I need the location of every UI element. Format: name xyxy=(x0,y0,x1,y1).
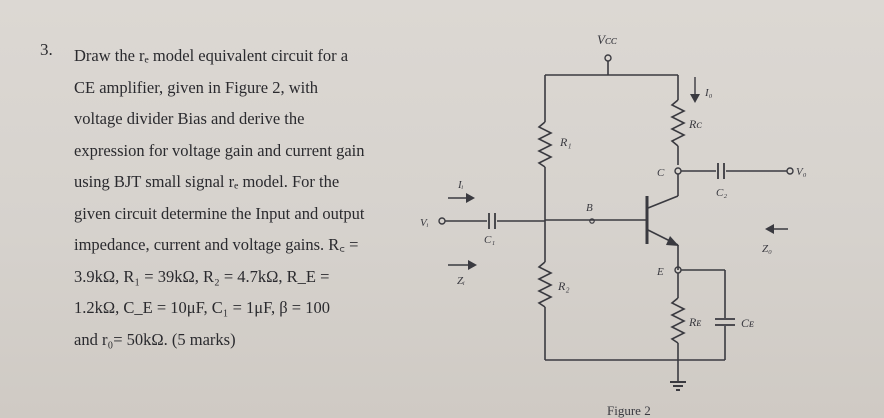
collector-node xyxy=(674,167,682,175)
question-text: Draw the rₑ model equivalent circuit for… xyxy=(74,40,365,355)
vi-terminal xyxy=(438,217,446,225)
c1-label: C₁ xyxy=(484,234,495,246)
question-line: and r₀= 50kΩ. (5 marks) xyxy=(74,329,236,349)
question-line: 1.2kΩ, C_E = 10μF, C₁ = 1μF, β = 100 xyxy=(74,298,330,317)
io-label: I₀ xyxy=(704,87,713,99)
base-label: B xyxy=(586,202,593,214)
ce-capacitor xyxy=(715,318,735,326)
zi-label: Zᵢ xyxy=(457,275,465,287)
r2-label: R₂ xyxy=(557,279,570,293)
zo-arrow: Z₀ xyxy=(762,224,788,255)
bjt-transistor xyxy=(645,195,679,246)
ce-label: Cᴇ xyxy=(741,316,754,330)
vo-label: V₀ xyxy=(796,166,807,178)
vo-terminal xyxy=(786,167,794,175)
c1-capacitor xyxy=(488,213,496,229)
figure-caption: Figure 2 xyxy=(607,403,651,418)
vi-label: Vᵢ xyxy=(420,217,429,229)
collector-label: C xyxy=(657,167,665,179)
question-number: 3. xyxy=(40,40,53,59)
question-line: impedance, current and voltage gains. R꜀… xyxy=(74,235,359,254)
vcc-label: Vᴄᴄ xyxy=(597,32,618,47)
c2-capacitor xyxy=(717,163,725,179)
question-line: expression for voltage gain and current … xyxy=(74,140,365,160)
rc-resistor xyxy=(670,99,686,147)
question-line: voltage divider Bias and derive the xyxy=(74,109,305,128)
r1-resistor xyxy=(537,121,553,168)
zi-arrow: Zᵢ xyxy=(448,260,477,287)
r1-label: R₁ xyxy=(559,135,572,149)
ground-symbol xyxy=(670,360,686,391)
question-line: CE amplifier, given in Figure 2, with xyxy=(74,77,319,97)
vcc-terminal: Vᴄᴄ xyxy=(597,32,618,75)
emitter-label: E xyxy=(656,266,664,278)
question-line: Draw the rₑ model equivalent circuit for… xyxy=(74,46,349,65)
re-resistor xyxy=(670,297,686,344)
ii-arrow: Iᵢ xyxy=(448,179,475,203)
base-node xyxy=(589,218,595,224)
question-line: 3.9kΩ, R₁ = 39kΩ, R₂ = 4.7kΩ, R_E = xyxy=(74,266,330,286)
zo-label: Z₀ xyxy=(762,243,772,255)
question-line: using BJT small signal rₑ model. For the xyxy=(74,172,340,191)
ii-label: Iᵢ xyxy=(457,179,464,191)
c2-label: C₂ xyxy=(716,187,727,199)
re-label: Rᴇ xyxy=(688,315,701,329)
rc-label: Rᴄ xyxy=(688,117,702,131)
question-line: given circuit determine the Input and ou… xyxy=(74,203,365,223)
r2-resistor xyxy=(537,261,553,308)
io-arrow: I₀ xyxy=(690,77,713,103)
